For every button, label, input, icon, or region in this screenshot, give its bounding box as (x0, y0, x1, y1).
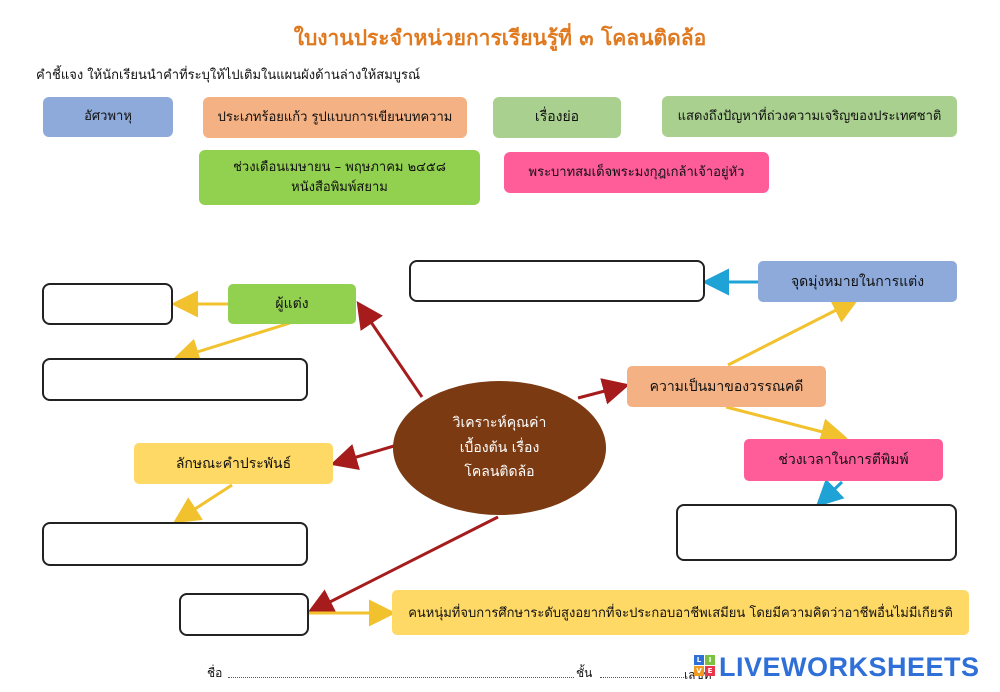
answer-box-author-2[interactable] (42, 358, 308, 401)
chip-label: อัศวพาหุ (84, 109, 132, 125)
arrow-origin-to-publish (725, 405, 848, 445)
word-bank-chip[interactable]: พระบาทสมเด็จพระมงกุฎเกล้าเจ้าอยู่หัว (504, 152, 769, 193)
node-purpose: จุดมุ่งหมายในการแต่ง (758, 261, 957, 302)
chip-label: เรื่องย่อ (534, 109, 580, 125)
page-title: ใบงานประจำหน่วยการเรียนรู้ที่ ๓ โคลนติดล… (293, 26, 707, 50)
class-field[interactable] (600, 666, 684, 678)
node-form: ลักษณะคำประพันธ์ (134, 443, 333, 484)
liveworksheets-logo-icon: L I V E (694, 655, 716, 679)
chip-label-line2: หนังสือพิมพ์สยาม (291, 179, 388, 195)
logo-letter: I (705, 655, 715, 665)
answer-box-purpose[interactable] (409, 260, 705, 302)
node-young-people: คนหนุ่มที่จบการศึกษาระดับสูงอยากที่จะประ… (392, 590, 969, 635)
chip-label: ประเภทร้อยแก้ว รูปแบบการเขียนบทความ (217, 109, 453, 125)
name-field[interactable] (228, 666, 574, 678)
center-topic-line2: เบื้องต้น เรื่อง (459, 439, 540, 456)
center-topic: วิเคราะห์คุณค่า เบื้องต้น เรื่อง โคลนติด… (393, 381, 606, 515)
chip-label: พระบาทสมเด็จพระมงกุฎเกล้าเจ้าอยู่หัว (528, 164, 745, 180)
word-bank-chip[interactable]: อัศวพาหุ (43, 97, 173, 137)
logo-letter: L (694, 655, 704, 665)
logo-letter: E (705, 666, 715, 676)
instruction-text: คำชี้แจง ให้นักเรียนนำคำที่ระบุให้ไปเติม… (36, 68, 421, 83)
center-topic-line1: วิเคราะห์คุณค่า (452, 415, 547, 432)
node-author: ผู้แต่ง (228, 284, 356, 324)
word-bank-chip[interactable]: ช่วงเดือนเมษายน – พฤษภาคม ๒๔๕๘ หนังสือพิ… (199, 150, 480, 205)
chip-label: แสดงถึงปัญหาที่ถ่วงความเจริญของประเทศชาต… (677, 108, 942, 124)
arrow-center-to-origin (577, 378, 630, 405)
liveworksheets-branding: L I V E LIVEWORKSHEETS (694, 651, 980, 683)
answer-box-young-people[interactable] (179, 593, 309, 636)
word-bank-chip[interactable]: แสดงถึงปัญหาที่ถ่วงความเจริญของประเทศชาต… (662, 96, 957, 137)
chip-label-line1: ช่วงเดือนเมษายน – พฤษภาคม ๒๔๕๘ (233, 160, 446, 175)
answer-box-publish-time[interactable] (676, 504, 957, 561)
node-origin: ความเป็นมาของวรรณคดี (627, 366, 826, 407)
arrow-publish-to-blank (815, 478, 845, 508)
arrow-center-to-form (330, 444, 395, 471)
word-bank-chip[interactable]: เรื่องย่อ (493, 97, 621, 138)
arrow-form-to-blank (172, 483, 233, 524)
arrow-center-to-bottom-blank (306, 515, 499, 614)
arrow-center-to-author (356, 301, 424, 398)
node-publish-time: ช่วงเวลาในการตีพิมพ์ (744, 439, 943, 481)
logo-letter: V (694, 666, 704, 676)
answer-box-form[interactable] (42, 522, 308, 566)
class-label: ชั้น (576, 666, 593, 680)
center-topic-line3: โคลนติดล้อ (464, 464, 535, 481)
answer-box-author-1[interactable] (42, 283, 173, 325)
liveworksheets-wordmark: LIVEWORKSHEETS (719, 651, 980, 682)
word-bank-chip[interactable]: ประเภทร้อยแก้ว รูปแบบการเขียนบทความ (203, 97, 467, 138)
arrow-origin-to-purpose (727, 298, 860, 367)
name-label: ชื่อ (207, 666, 223, 680)
arrow-author-to-blank2 (172, 321, 291, 365)
